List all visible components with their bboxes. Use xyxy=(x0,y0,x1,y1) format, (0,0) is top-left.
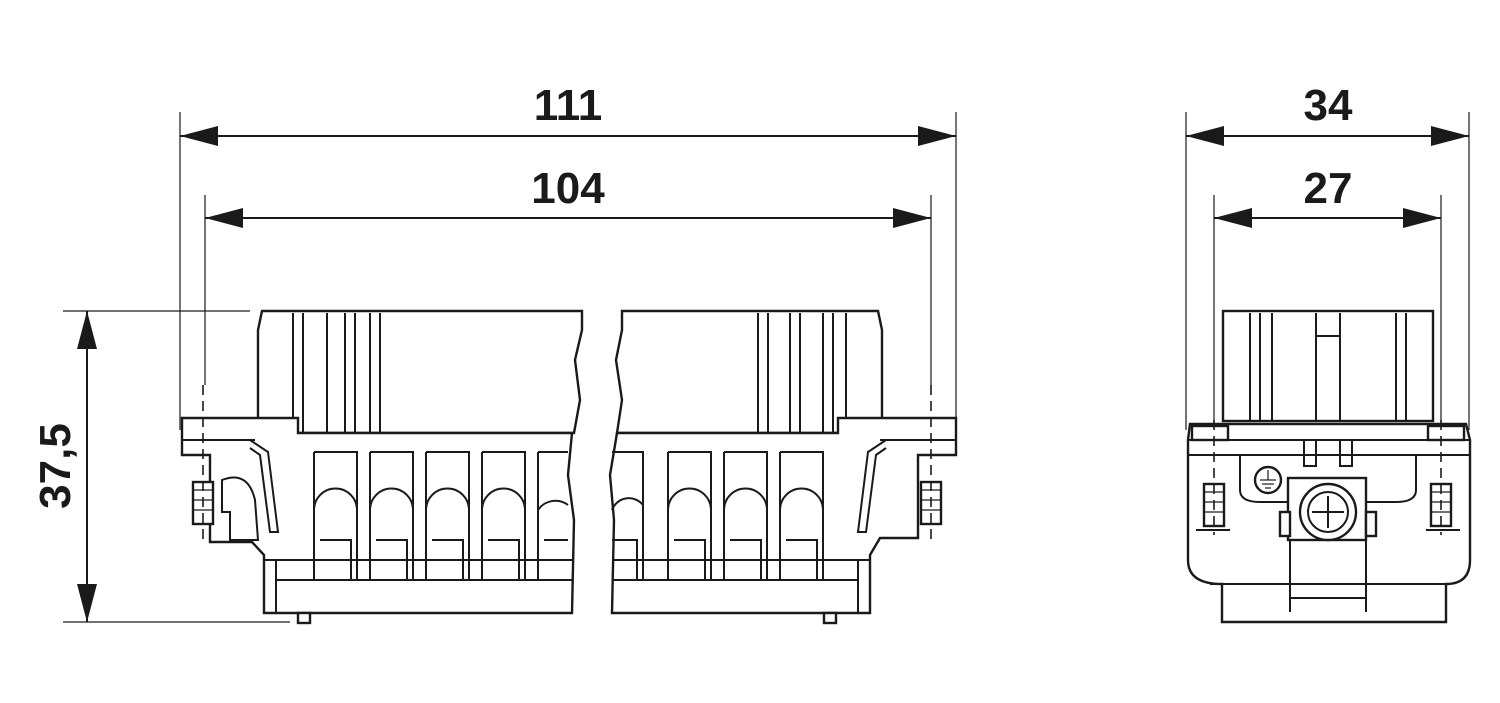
earth-symbol-icon xyxy=(1253,465,1283,495)
connector-front-view-right xyxy=(608,309,958,625)
dimension-hole-spacing-length: 104 xyxy=(204,164,932,385)
dimension-label-104: 104 xyxy=(531,164,605,213)
dimension-label-111: 111 xyxy=(534,81,603,130)
dimension-hole-spacing-width: 27 xyxy=(1213,164,1442,430)
dimension-overall-width: 34 xyxy=(1185,81,1470,430)
connector-front-view-left xyxy=(180,309,584,625)
connector-side-view xyxy=(1186,309,1472,624)
contact-chambers-left xyxy=(313,451,569,580)
dimension-overall-length: 111 xyxy=(179,81,957,430)
dimension-label-34: 34 xyxy=(1304,81,1353,130)
dimension-height: 37,5 xyxy=(31,310,290,623)
dimension-label-37-5: 37,5 xyxy=(31,423,80,509)
dimension-label-27: 27 xyxy=(1304,164,1353,213)
contact-chambers-right xyxy=(611,451,824,580)
